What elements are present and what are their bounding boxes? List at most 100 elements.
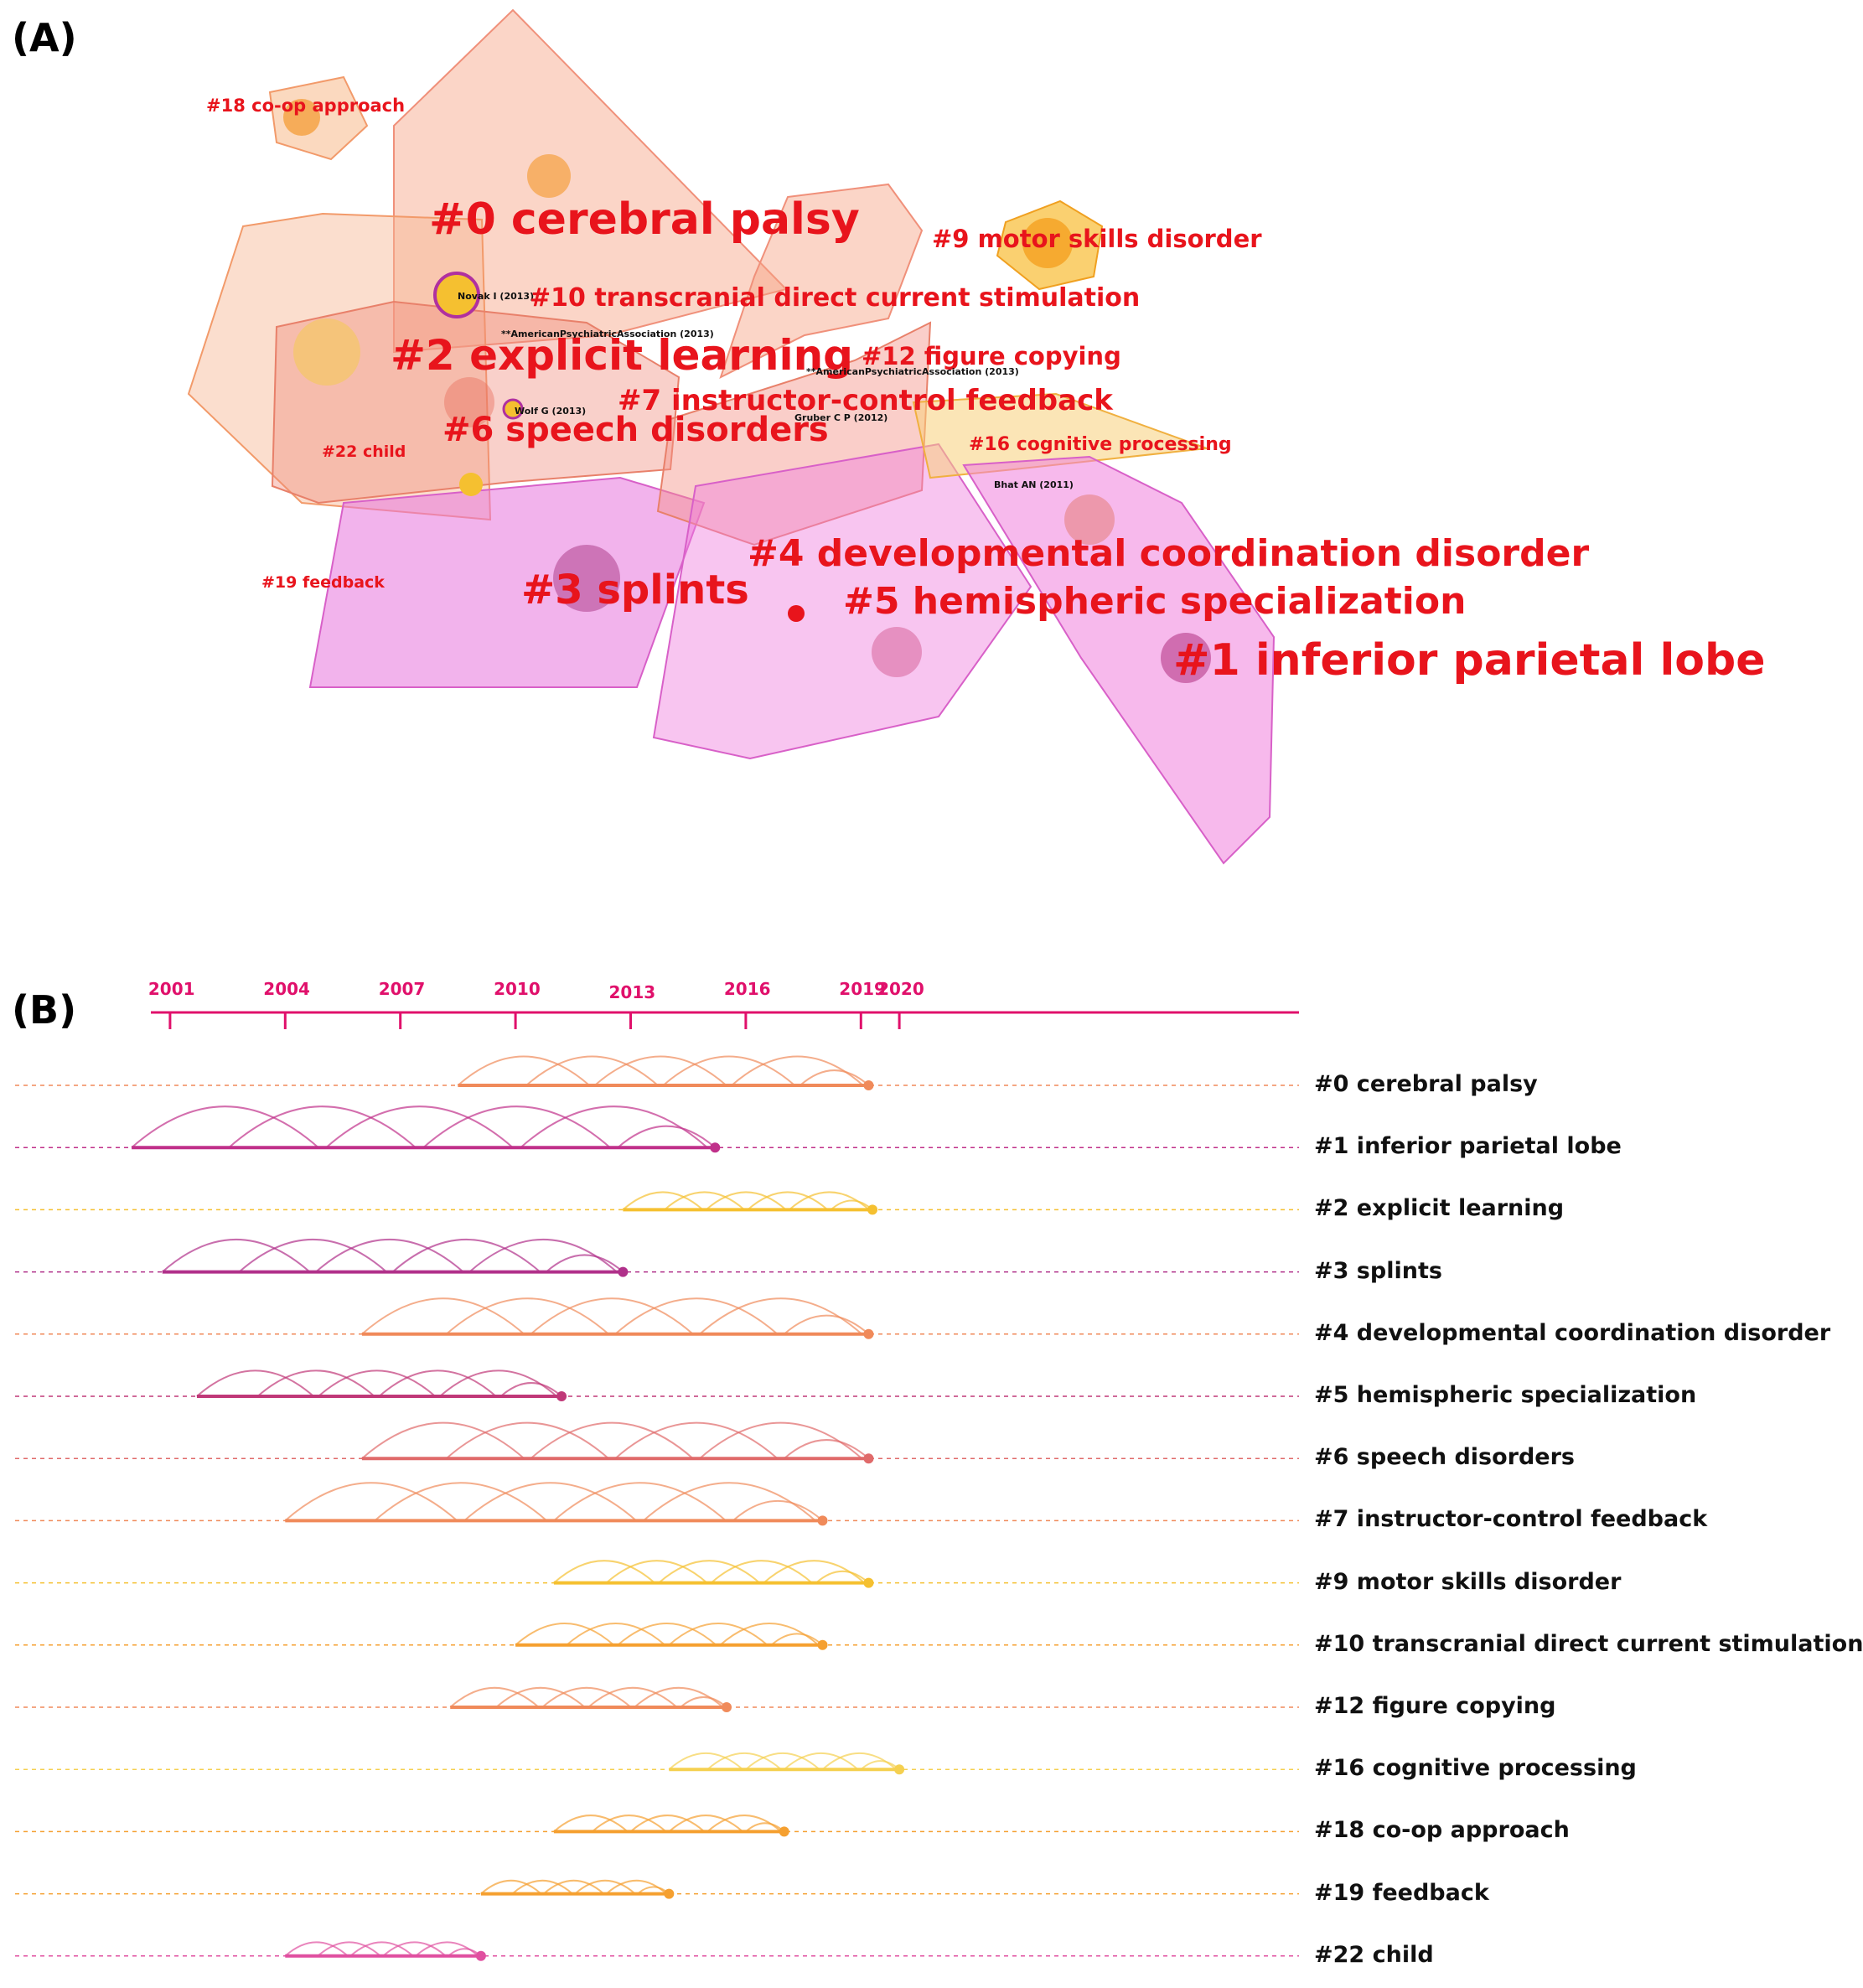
citation-arc [553, 1482, 727, 1522]
axis-year-label: 2010 [494, 979, 541, 999]
cluster-label-c2: #2 explicit learning [391, 331, 853, 380]
citation-arc [449, 1686, 540, 1708]
cluster-label-c3: #3 splints [521, 567, 749, 613]
cluster-label-c10: #10 transcranial direct current stimulat… [530, 283, 1141, 313]
row-end-node [867, 1204, 878, 1215]
reference-label: Bhat AN (2011) [994, 479, 1074, 490]
citation-arc [445, 1421, 609, 1459]
hull-c3 [308, 476, 706, 688]
citation-arc [711, 1560, 813, 1584]
row-end-node [863, 1577, 874, 1588]
citation-arc [587, 1686, 678, 1708]
hull-c7 [656, 321, 932, 546]
citation-arc [525, 1055, 659, 1086]
citation-arc [196, 1369, 314, 1397]
row-end-node [863, 1453, 874, 1464]
citation-arc [594, 1055, 727, 1086]
citation-arc [530, 1297, 694, 1335]
cluster-label-c6: #6 speech disorders [442, 411, 829, 449]
citation-arc [374, 1482, 548, 1522]
cluster-row-label: #9 motor skills disorder [1314, 1568, 1622, 1595]
row-end-node [475, 1950, 486, 1961]
citation-arc [719, 1623, 820, 1646]
citation-arc [543, 1879, 605, 1895]
citation-arc [668, 1752, 743, 1770]
cluster-network-svg [187, 8, 1276, 865]
cluster-row-label: #0 cerebral palsy [1314, 1071, 1538, 1097]
panel-b-label: (B) [12, 987, 77, 1033]
citation-arc [325, 1105, 514, 1148]
citation-arc [815, 1570, 870, 1584]
panel-a-label: (A) [12, 15, 77, 60]
axis-year-label: 2016 [723, 979, 771, 999]
citation-arc [617, 1125, 716, 1148]
citation-arc [349, 1941, 414, 1957]
row-end-node [817, 1639, 828, 1650]
cluster-label-c4: #4 developmental coordination disorder [748, 532, 1590, 575]
citation-arc [422, 1105, 611, 1148]
citation-arc [541, 1686, 632, 1708]
reference-label: **AmericanPsychiatricAssociation (2013) [806, 366, 1019, 377]
citation-arc [495, 1686, 586, 1708]
citation-arc [284, 1941, 349, 1957]
cluster-row-label: #10 transcranial direct current stimulat… [1314, 1630, 1863, 1657]
row-end-node [863, 1080, 874, 1090]
cluster-row-label: #5 hemispheric specialization [1314, 1382, 1697, 1408]
row-end-node [722, 1702, 732, 1712]
cluster-row-label: #4 developmental coordination disorder [1314, 1319, 1831, 1346]
citation-arc [566, 1623, 666, 1646]
axis-year-label: 2004 [263, 979, 310, 999]
citation-arc [622, 1191, 704, 1211]
cluster-row-label: #22 child [1314, 1941, 1434, 1968]
row-end-node [779, 1826, 789, 1837]
citation-arc [662, 1055, 795, 1086]
citation-arc [480, 1879, 542, 1895]
cluster-label-c19: #19 feedback [261, 573, 385, 592]
citation-arc [499, 1382, 562, 1397]
citation-arc [228, 1105, 417, 1148]
reference-label: Novak I (2013) [458, 291, 535, 302]
timeline-row-lines [15, 1055, 1299, 1961]
citation-arc [574, 1879, 636, 1895]
cluster-row-label: #16 cognitive processing [1314, 1755, 1637, 1782]
citation-arc [284, 1482, 458, 1522]
row-end-node [894, 1764, 905, 1775]
hull-c12 [719, 183, 924, 379]
hull-c16 [912, 392, 1208, 479]
cluster-row-label: #12 figure copying [1314, 1693, 1556, 1719]
row-end-node [817, 1515, 828, 1526]
citation-arc [629, 1815, 706, 1833]
citation-arc [315, 1239, 464, 1273]
citation-arc [445, 1297, 609, 1335]
citation-arc [614, 1297, 779, 1335]
cluster-row-label: #6 speech disorders [1314, 1444, 1576, 1471]
citation-arc [705, 1191, 787, 1211]
citation-arc [378, 1369, 497, 1397]
timeline-axis-ticks [168, 1012, 901, 1029]
citation-arc [256, 1369, 375, 1397]
citation-arc [732, 1499, 824, 1522]
citation-arc [784, 1439, 870, 1459]
citation-arc [553, 1815, 629, 1833]
cluster-row-label: #1 inferior parietal lobe [1314, 1133, 1622, 1160]
row-end-node [618, 1266, 629, 1277]
row-end-node [863, 1328, 874, 1339]
citation-arc [706, 1752, 782, 1770]
cluster-label-c1: #1 inferior parietal lobe [1173, 635, 1766, 686]
citation-arc [747, 1191, 829, 1211]
citation-arc [658, 1560, 760, 1584]
citation-arc [784, 1752, 859, 1770]
cluster-row-label: #7 instructor-control feedback [1314, 1506, 1708, 1533]
citation-arc [680, 1696, 727, 1708]
axis-year-label: 2013 [608, 982, 656, 1002]
citation-arc [770, 1633, 824, 1646]
hull-c0 [393, 8, 788, 354]
row-end-node [556, 1391, 567, 1401]
row-end-node [664, 1888, 675, 1899]
citation-arc [605, 1560, 708, 1584]
cluster-label-c5: #5 hemispheric specialization [843, 580, 1467, 623]
cluster-network-view: #18 co-op approach #0 cerebral palsy #9 … [0, 0, 1800, 888]
axis-year-label: 2001 [147, 979, 195, 999]
citation-arc [162, 1239, 311, 1273]
